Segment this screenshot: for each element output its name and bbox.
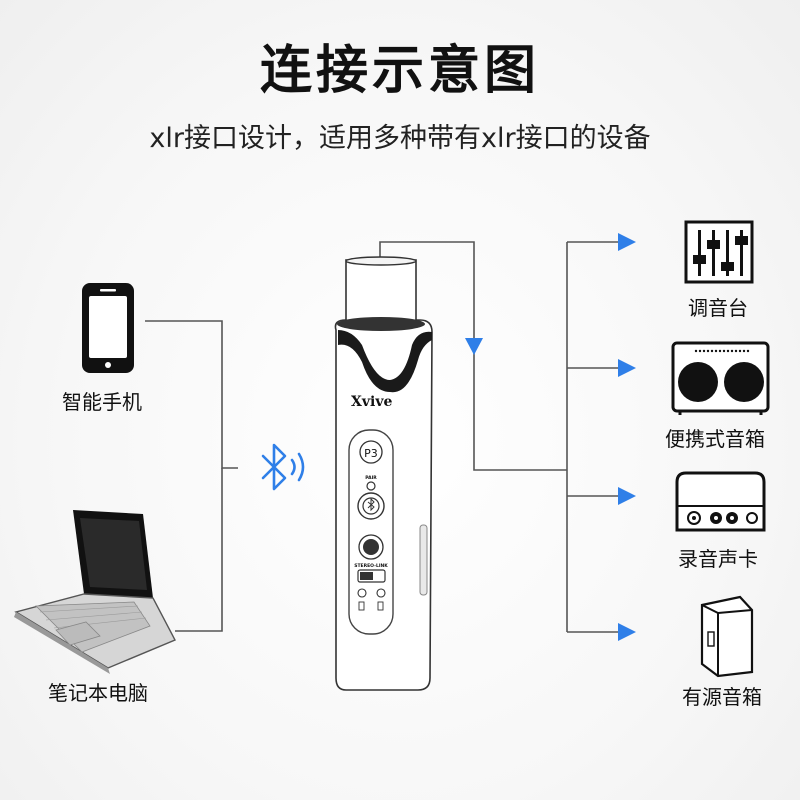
arrow-audio-interface-icon (618, 487, 636, 505)
arrow-portable-speaker-icon (618, 359, 636, 377)
laptop-icon (14, 510, 176, 674)
output-label-portable-speaker: 便携式音箱 (665, 427, 765, 451)
control-panel (348, 429, 394, 635)
audio-interface-icon (675, 471, 766, 532)
xlr-transmitter (334, 256, 433, 691)
source-label-laptop: 笔记本电脑 (48, 681, 148, 705)
down-arrow-icon (465, 338, 483, 355)
brand-logo: Xvive (351, 394, 392, 410)
pair-led (366, 481, 376, 491)
arrow-active-speaker-icon (618, 623, 636, 641)
output-label-audio-interface: 录音声卡 (678, 547, 758, 571)
battery-indicator-icon (377, 601, 384, 611)
output-label-mixer: 调音台 (688, 296, 748, 320)
phone-connector-line (145, 320, 238, 469)
portable-speaker-icon (671, 341, 770, 415)
source-label-smartphone: 智能手机 (62, 390, 142, 414)
output-label-active-speaker: 有源音箱 (682, 685, 762, 709)
arrow-mixer-icon (618, 233, 636, 251)
status-led (357, 588, 367, 598)
transmitter-collar (338, 330, 432, 393)
stereo-link-label: STEREO-LINK (354, 563, 388, 569)
smartphone-icon (82, 283, 134, 373)
bluetooth-icon (261, 443, 305, 491)
battery-led (376, 588, 386, 598)
transmitter-output-line (379, 241, 567, 471)
xlr-connector (345, 259, 417, 323)
model-label: P3 (364, 447, 378, 460)
active-speaker-icon (700, 595, 754, 678)
power-indicator-icon (358, 601, 365, 611)
model-badge (359, 440, 383, 464)
mixer-icon (684, 220, 754, 284)
page-title: 连接示意图 (259, 41, 540, 101)
pair-label: PAIR (365, 475, 377, 481)
laptop-connector-line (175, 468, 223, 632)
page-subtitle: xlr接口设计，适用多种带有xlr接口的设备 (149, 123, 651, 154)
